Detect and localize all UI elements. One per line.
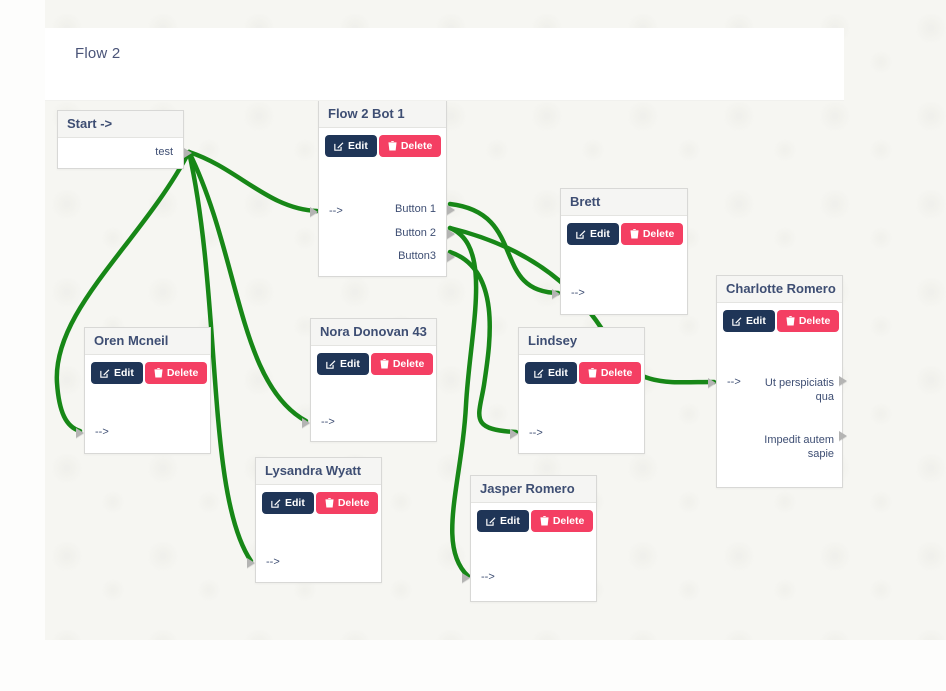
trash-icon [154,368,163,378]
output-port-button3[interactable] [447,252,455,262]
node-title: Oren Mcneil [85,328,210,355]
input-arrow-label: --> [266,556,280,568]
node-title: Lindsey [519,328,644,355]
node-title: Charlotte Romero [717,276,842,303]
input-arrow-label: --> [329,205,343,217]
node-flow2bot1[interactable]: Flow 2 Bot 1 Edit Delete --> Button 1 Bu… [310,100,455,277]
page-title: Flow 2 [75,45,121,62]
pencil-square-icon [534,369,544,378]
edit-button[interactable]: Edit [567,223,619,245]
delete-button[interactable]: Delete [315,492,379,514]
output-label-impedit: Impedit autem sapie [764,434,834,460]
node-charlotte[interactable]: Charlotte Romero Edit Delete --> Ut pers… [708,275,847,488]
output-label-button1: Button 1 [395,203,436,215]
connection-start-to-oren [54,149,192,434]
input-port[interactable] [552,289,560,299]
connection-button2-to-jasper [447,225,479,579]
delete-button[interactable]: Delete [370,353,434,375]
node-lindsey[interactable]: Lindsey Edit Delete --> [510,327,645,454]
connection-button1-to-brett [447,201,561,296]
input-arrow-label: --> [727,376,741,388]
input-port[interactable] [247,558,255,568]
node-title: Nora Donovan 43 [311,319,436,346]
input-arrow-label: --> [95,426,109,438]
input-port[interactable] [310,207,318,217]
connection-start-to-nora [186,149,309,424]
trash-icon [388,141,397,151]
flow-title-bar: Flow 2 [45,28,844,101]
node-nora[interactable]: Nora Donovan 43 Edit Delete --> [302,318,437,442]
input-arrow-label: --> [571,287,585,299]
input-port[interactable] [76,428,84,438]
node-title: Start -> [58,111,183,138]
trash-icon [540,516,549,526]
pencil-square-icon [334,142,344,151]
output-port-button2[interactable] [447,229,455,239]
output-port[interactable] [184,148,192,158]
node-title: Lysandra Wyatt [256,458,381,485]
delete-button[interactable]: Delete [620,223,684,245]
node-title: Brett [561,189,687,216]
input-arrow-label: --> [321,416,335,428]
edit-button[interactable]: Edit [325,135,377,157]
pencil-square-icon [486,517,496,526]
node-brett[interactable]: Brett Edit Delete --> [552,188,688,315]
pencil-square-icon [100,369,110,378]
edit-button[interactable]: Edit [91,362,143,384]
trash-icon [588,368,597,378]
edit-button[interactable]: Edit [317,353,369,375]
node-title: Flow 2 Bot 1 [319,101,446,128]
trash-icon [630,229,639,239]
output-label-button2: Button 2 [395,227,436,239]
trash-icon [786,316,795,326]
input-arrow-label: --> [529,427,543,439]
pencil-square-icon [326,360,336,369]
output-port-ut[interactable] [839,376,847,386]
trash-icon [380,359,389,369]
delete-button[interactable]: Delete [144,362,208,384]
delete-button[interactable]: Delete [530,510,594,532]
node-title: Jasper Romero [471,476,596,503]
input-arrow-label: --> [481,571,495,583]
pencil-square-icon [271,499,281,508]
node-lysandra[interactable]: Lysandra Wyatt Edit Delete --> [247,457,382,583]
delete-button[interactable]: Delete [776,310,840,332]
trash-icon [325,498,334,508]
connection-start-to-bot [186,149,320,214]
pencil-square-icon [732,317,742,326]
node-oren[interactable]: Oren Mcneil Edit Delete --> [76,327,211,454]
edit-button[interactable]: Edit [262,492,314,514]
edit-button[interactable]: Edit [723,310,775,332]
edit-button[interactable]: Edit [525,362,577,384]
output-label-test: test [155,146,173,158]
input-port[interactable] [302,418,310,428]
edit-button[interactable]: Edit [477,510,529,532]
output-port-impedit[interactable] [839,431,847,441]
delete-button[interactable]: Delete [578,362,642,384]
output-label-ut: Ut perspiciatis qua [764,377,834,403]
node-jasper[interactable]: Jasper Romero Edit Delete --> [462,475,597,602]
node-start[interactable]: Start -> test [57,110,192,169]
input-port[interactable] [510,429,518,439]
output-port-button1[interactable] [447,205,455,215]
output-label-button3: Button3 [398,250,436,262]
connection-start-to-lysandra [186,149,254,564]
pencil-square-icon [576,230,586,239]
connection-button3-to-lindsey [447,249,519,435]
delete-button[interactable]: Delete [378,135,442,157]
input-port[interactable] [462,573,470,583]
input-port[interactable] [708,378,716,388]
